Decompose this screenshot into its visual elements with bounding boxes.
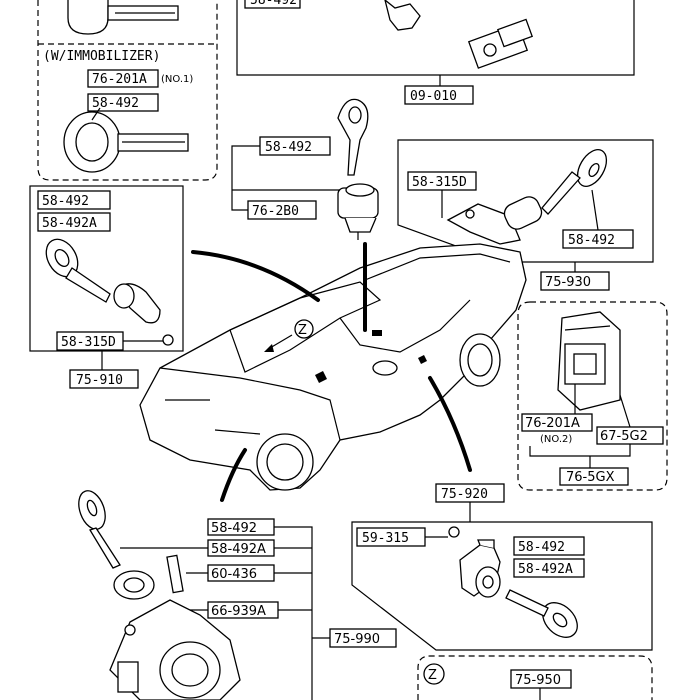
- view-marker-icon: [294, 319, 314, 339]
- part-number-label: 76-201A: [92, 72, 147, 87]
- immobilizer-key-group: (W/IMMOBILIZER) 76-201A (NO.1) 58-492: [37, 0, 218, 181]
- ignition-switch-icon: [384, 0, 534, 69]
- assembly-09-010-group: 58-492 09-010: [236, 0, 635, 105]
- assembly-number-label: 09-010: [410, 89, 457, 104]
- assembly-number-label: 75-920: [441, 487, 488, 502]
- immobilizer-key-icon: [63, 107, 189, 173]
- part-number-label: 58-492A: [518, 562, 573, 577]
- label-box: [540, 271, 610, 291]
- label-box: [87, 69, 159, 88]
- assembly-75-950-group: Z 75-950: [417, 655, 653, 700]
- label-box: [37, 212, 111, 232]
- part-number-label: 76-201A: [525, 416, 580, 431]
- trunk-lock-icon: [446, 196, 543, 245]
- label-box: [404, 85, 474, 105]
- label-box: [513, 558, 585, 578]
- part-number-label: 58-492: [265, 140, 312, 155]
- label-box: [37, 190, 111, 210]
- part-number-label: 58-492: [42, 194, 89, 209]
- assembly-number-label: 75-950: [515, 673, 561, 688]
- lock-cylinder-icon: [337, 183, 379, 240]
- part-number-label: 76-2B0: [252, 204, 299, 219]
- assembly-75-920-group: 75-920 59-315 58-492 58-492A: [351, 483, 653, 651]
- view-marker-label: Z: [428, 668, 437, 683]
- part-number-label: 58-492: [568, 233, 615, 248]
- immobilizer-heading: (W/IMMOBILIZER): [43, 49, 160, 64]
- immobilizer-unit-icon: [557, 311, 621, 411]
- door-lock-cylinder-icon: [448, 526, 501, 598]
- view-marker-icon: [423, 663, 445, 685]
- part-number-label: 58-492A: [42, 216, 97, 231]
- part-number-label: 58-492A: [211, 542, 266, 557]
- label-box: [329, 628, 397, 648]
- label-box: [259, 136, 331, 156]
- label-box: [521, 413, 593, 432]
- steering-lock-icon: [109, 554, 241, 700]
- label-box: [244, 0, 301, 9]
- label-box: [69, 369, 139, 389]
- label-box: [513, 536, 585, 556]
- key-icon: [45, 238, 111, 303]
- key-icon: [78, 490, 121, 569]
- part-note-label: (NO.2): [540, 434, 572, 445]
- assembly-75-990-group: 58-492 58-492A 60-436 66-939A 75-990: [78, 490, 397, 700]
- assembly-number-label: 76-5GX: [566, 470, 615, 485]
- part-number-label: 58-315D: [412, 175, 467, 190]
- assembly-number-label: 75-910: [76, 373, 123, 388]
- door-lock-cylinder-icon: [113, 283, 174, 346]
- part-number-label: 60-436: [211, 567, 257, 582]
- label-box: [510, 669, 572, 689]
- label-box: [247, 200, 317, 220]
- part-number-label: 58-492: [92, 96, 139, 111]
- part-note-label: (NO.1): [161, 74, 193, 85]
- label-box: [559, 467, 629, 486]
- key-icon: [541, 149, 608, 215]
- assembly-number-label: 75-990: [334, 632, 380, 647]
- car-illustration: Z: [139, 242, 527, 502]
- part-number-label: 66-939A: [211, 604, 266, 619]
- part-number-label: 58-492: [211, 521, 257, 536]
- assembly-76-5GX-group: 76-201A (NO.2) 67-5G2 76-5GX: [517, 301, 668, 491]
- assembly-75-930-group: 58-315D 58-492 75-930: [397, 139, 654, 291]
- upper-cylinder-group: 58-492 76-2B0: [231, 98, 379, 240]
- key-icon: [67, 0, 179, 35]
- view-marker-label: Z: [298, 323, 307, 338]
- key-icon: [505, 589, 578, 638]
- part-number-label: 67-5G2: [600, 429, 648, 444]
- part-number-label: 58-492: [250, 0, 297, 8]
- part-number-label: 58-315D: [61, 335, 116, 350]
- part-number-label: 59-315: [362, 531, 409, 546]
- label-box: [87, 93, 159, 112]
- key-icon: [337, 98, 369, 176]
- assembly-number-label: 75-930: [545, 275, 591, 290]
- part-number-label: 58-492: [518, 540, 565, 555]
- assembly-75-910-group: 58-492 58-492A 58-315D 75-910: [29, 185, 184, 389]
